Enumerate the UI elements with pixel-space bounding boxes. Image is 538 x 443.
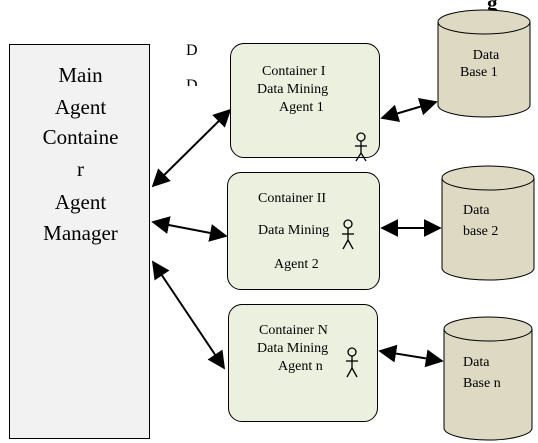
database-2-label-line-2: base 2	[463, 224, 499, 239]
database-n-label-line-1: Data	[463, 355, 490, 370]
container-2-subtitle: Data Mining	[258, 223, 330, 238]
container-n: Container N Data Mining Agent n	[228, 304, 378, 422]
container-1-title: Container I	[262, 64, 326, 79]
container-2-agent-label: Agent 2	[274, 257, 319, 272]
main-agent-container: Main Agent Containe r Agent Manager	[9, 44, 150, 439]
container-1-subtitle: Data Mining	[257, 82, 329, 97]
database-1-label-line-1: Data	[472, 48, 500, 63]
cropped-title-fragment: g	[487, 0, 498, 15]
arrow-manager-container-1	[151, 108, 232, 188]
manager-label-line-2: Agent	[54, 95, 107, 119]
container-2-title: Container II	[258, 191, 327, 206]
agent-n-icon	[346, 347, 358, 378]
database-2-label-line-1: Data	[463, 203, 490, 218]
cropped-label-fragment-1: D	[186, 42, 198, 59]
arrow-container-n-database-n	[378, 344, 444, 368]
database-1-label-line-2: Base 1	[460, 65, 498, 80]
database-2-cylinder	[441, 165, 535, 281]
container-n-title: Container N	[259, 323, 328, 338]
container-n-agent-label: Agent n	[278, 359, 323, 374]
manager-label-line-3: Containe	[42, 125, 119, 149]
manager-label-line-5: Agent	[54, 190, 107, 214]
arrow-manager-container-2	[151, 216, 228, 242]
manager-label-line-4: r	[77, 157, 84, 181]
container-1: Container I Data Mining Agent 1	[230, 43, 380, 158]
container-1-agent-label: Agent 1	[279, 100, 324, 115]
database-n-label-line-2: Base n	[463, 376, 501, 391]
database-n-cylinder	[443, 316, 533, 441]
container-n-subtitle: Data Mining	[257, 341, 329, 356]
database-1-cylinder	[437, 9, 531, 118]
manager-label-line-1: Main	[58, 63, 103, 87]
arrow-container-1-database-1	[380, 97, 438, 123]
cropped-label-fragment-2: D	[186, 77, 198, 86]
container-2: Container II Data Mining Agent 2	[227, 172, 380, 290]
manager-label-line-6: Manager	[43, 221, 118, 245]
agent-1-icon	[355, 132, 367, 162]
arrow-manager-container-n	[151, 260, 226, 370]
agent-2-icon	[342, 219, 354, 250]
